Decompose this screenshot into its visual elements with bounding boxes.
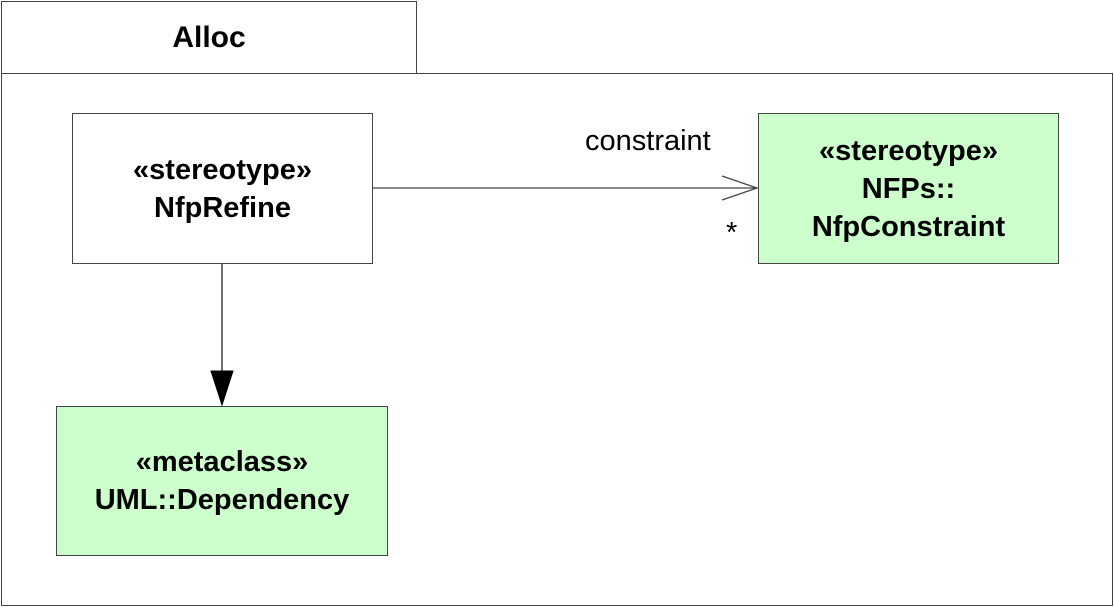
class-name-namespace: NFPs:: [861,172,956,205]
stereotype-label: «metaclass» [135,446,309,478]
class-nfp-refine[interactable]: «stereotype» NfpRefine [72,113,373,264]
stereotype-label: «stereotype» [819,134,998,167]
class-nfp-constraint[interactable]: «stereotype» NFPs:: NfpConstraint [758,113,1059,264]
package-name: Alloc [172,20,246,54]
class-name: UML::Dependency [94,484,350,516]
association-role-label: constraint [585,125,711,157]
class-uml-dependency[interactable]: «metaclass» UML::Dependency [56,406,388,556]
class-name: NfpConstraint [811,210,1006,243]
association-multiplicity: * [726,217,738,249]
class-name: NfpRefine [154,191,291,224]
package-tab: Alloc [1,1,417,73]
stereotype-label: «stereotype» [133,153,312,186]
